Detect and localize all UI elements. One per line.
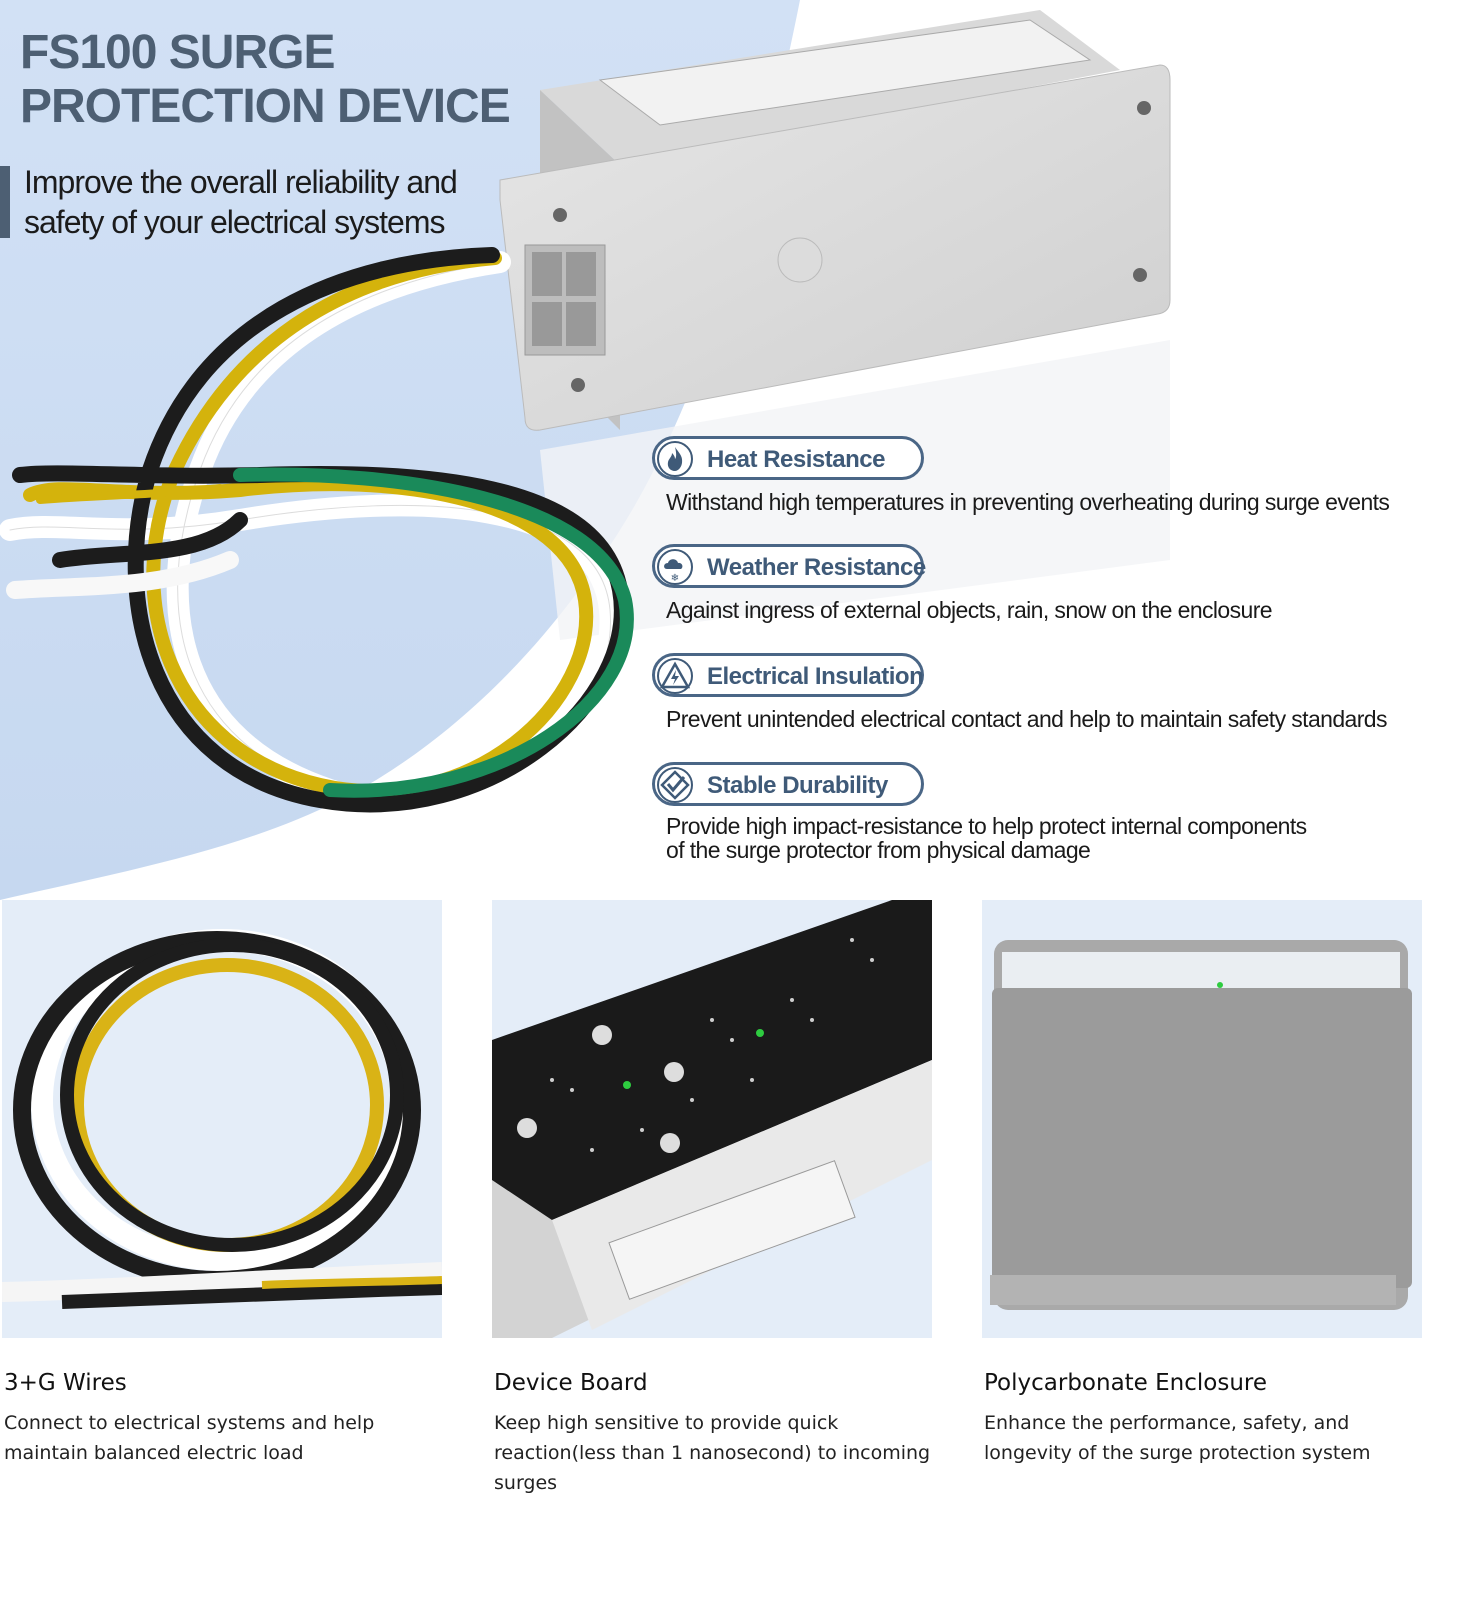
card-wires: 3+G Wires Connect to electrical systems … <box>2 900 442 1464</box>
svg-text:❄: ❄ <box>671 573 679 584</box>
high-voltage-warning-icon <box>657 658 693 694</box>
feature-description-line-2: of the surge protector from physical dam… <box>666 837 1091 863</box>
card-enclosure: Polycarbonate Enclosure Enhance the perf… <box>982 900 1422 1464</box>
surge-protector-device-image <box>9 10 1171 813</box>
feature-pill: Electrical Insulation <box>652 653 924 697</box>
feature-pill: Heat Resistance <box>652 436 924 480</box>
subtitle-line-2: safety of your electrical systems <box>24 204 445 240</box>
feature-pill: Stable Durability <box>652 762 924 806</box>
card-title: Device Board <box>494 1370 648 1396</box>
card-image-device-board <box>492 900 932 1338</box>
card-description: Connect to electrical systems and help m… <box>4 1412 375 1464</box>
title-line-1: FS100 SURGE <box>20 26 335 79</box>
feature-description: Against ingress of external objects, rai… <box>666 597 1273 623</box>
subtitle-accent-bar <box>0 166 10 238</box>
card-title: 3+G Wires <box>4 1370 127 1396</box>
page-title: FS100 SURGE PROTECTION DEVICE <box>20 26 511 134</box>
subtitle-line-1: Improve the overall reliability and <box>24 164 458 200</box>
diamond-check-icon <box>657 767 693 803</box>
card-image-wires <box>2 900 442 1338</box>
card-description: Enhance the performance, safety, and lon… <box>984 1412 1371 1464</box>
flame-icon <box>657 441 693 477</box>
feature-label: Electrical Insulation <box>707 663 924 690</box>
feature-pill: ❄ Weather Resistance <box>652 544 926 588</box>
feature-description: Prevent unintended electrical contact an… <box>666 706 1387 732</box>
feature-description-line-1: Provide high impact-resistance to help p… <box>666 813 1307 839</box>
title-line-2: PROTECTION DEVICE <box>20 80 511 133</box>
page-subtitle: Improve the overall reliability and safe… <box>24 162 458 242</box>
feature-label: Weather Resistance <box>707 554 926 581</box>
card-device-board: Device Board Keep high sensitive to prov… <box>492 900 932 1494</box>
hero-banner: FS100 SURGE PROTECTION DEVICE Improve th… <box>0 0 1390 900</box>
feature-label: Heat Resistance <box>707 446 885 473</box>
card-image-enclosure <box>982 900 1422 1338</box>
feature-label: Stable Durability <box>707 772 888 799</box>
feature-description: Withstand high temperatures in preventin… <box>666 489 1390 515</box>
weather-icon: ❄ <box>657 549 693 585</box>
card-description: Keep high sensitive to provide quick rea… <box>494 1412 931 1494</box>
card-title: Polycarbonate Enclosure <box>984 1370 1268 1396</box>
